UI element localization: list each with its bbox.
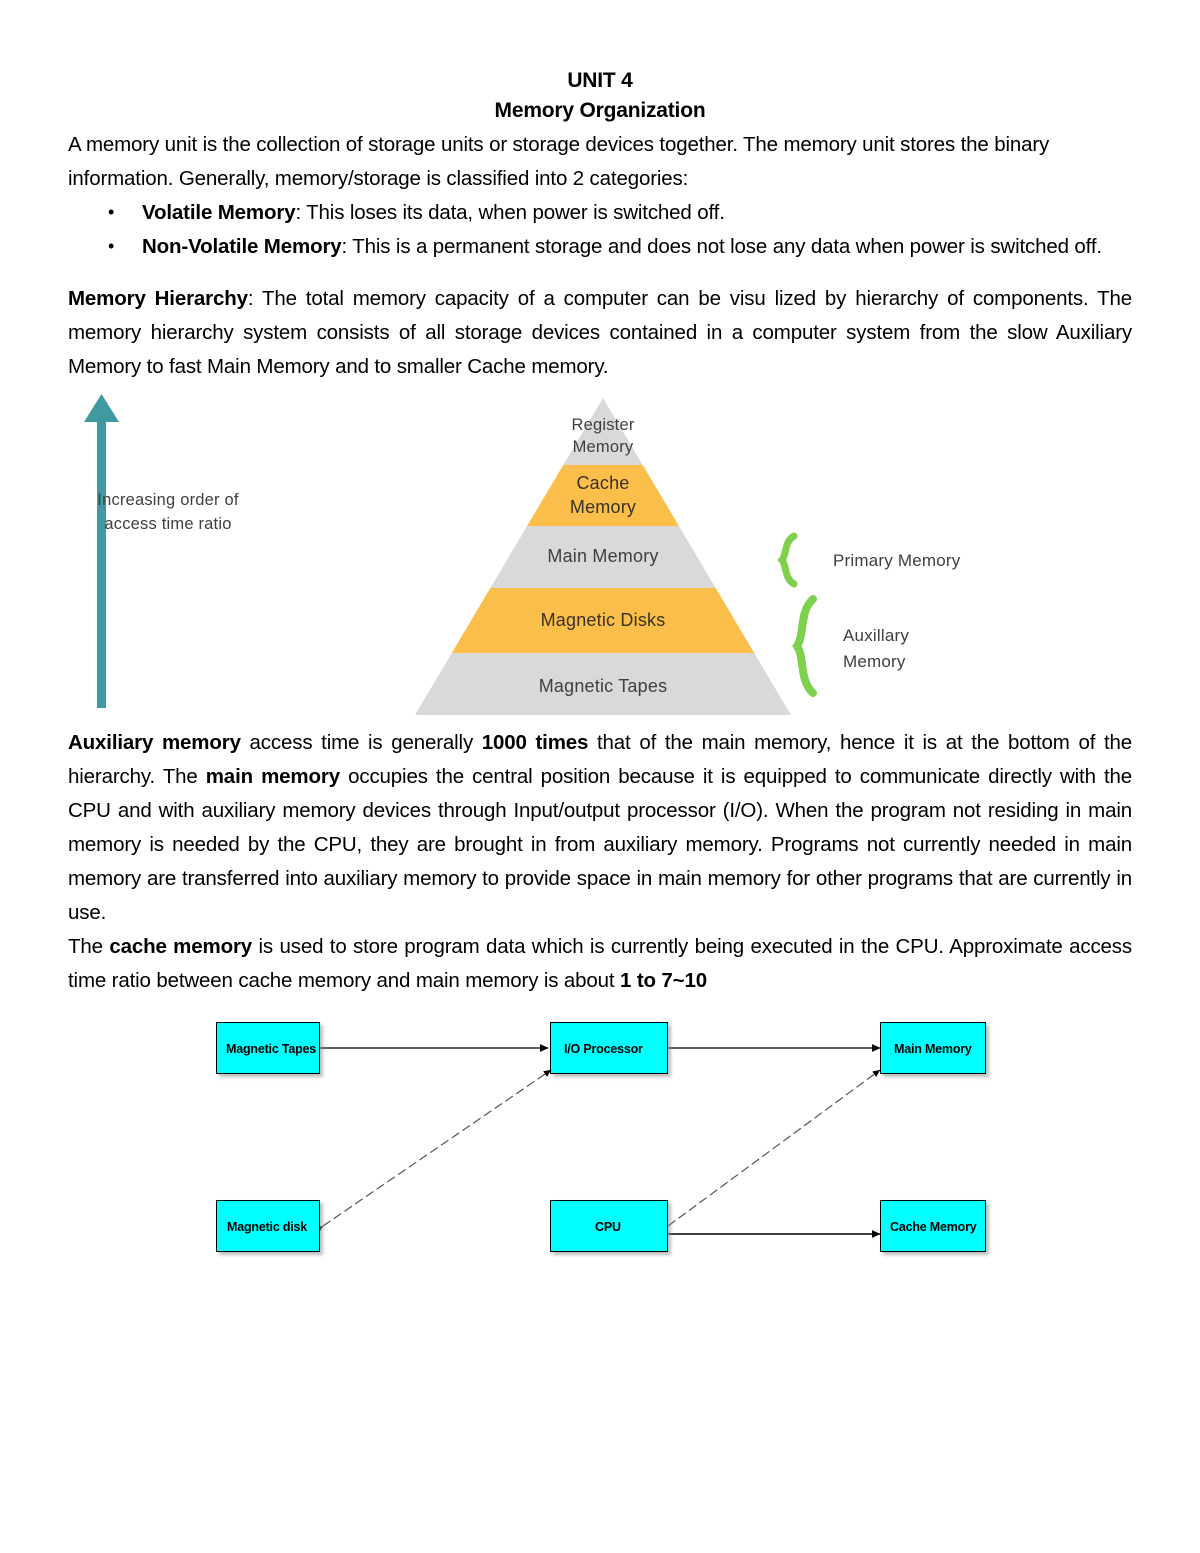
block-diagram-connectors <box>312 1044 881 1238</box>
document-content: UNIT 4 Memory Organization A memory unit… <box>68 66 1132 1279</box>
pyramid-level-cache-memory-line2: Memory <box>569 497 637 517</box>
auxiliary-memory-brace <box>792 595 817 697</box>
aux-text-1: access time is generally <box>240 731 482 754</box>
increasing-access-time-arrow <box>84 394 119 708</box>
aux-text-3: occupies the central position because it… <box>68 765 1132 924</box>
memory-hierarchy-paragraph: Memory Hierarchy: The total memory capac… <box>68 282 1132 384</box>
pyramid-level-magnetic-tapes: Magnetic Tapes <box>538 676 668 696</box>
intro-paragraph: A memory unit is the collection of stora… <box>68 133 1050 190</box>
cache-memory-paragraph: The cache memory is used to store progra… <box>68 930 1132 998</box>
cache-bold-2: 1 to 7~10 <box>620 969 707 992</box>
block-main-memory[interactable] <box>880 1022 986 1074</box>
block-main-memory-label: Main Memory <box>894 1042 972 1056</box>
aux-text-2: that of the main memory, hence it is at … <box>68 731 1132 788</box>
memory-connection-block-diagram: Magnetic Tapes I/O Processor Main Memory… <box>68 1004 1132 1279</box>
block-magnetic-disk-label: Magnetic disk <box>227 1220 308 1234</box>
list-item: Volatile Memory: This loses its data, wh… <box>68 195 1132 230</box>
auxiliary-memory-paragraph: Auxiliary memory access time is generall… <box>68 726 1132 930</box>
page-subtitle: Memory Organization <box>494 99 706 122</box>
bullet-text: : This is a permanent storage and does n… <box>341 235 1103 258</box>
block-cpu[interactable] <box>550 1200 668 1252</box>
block-io-processor-label: I/O Processor <box>564 1042 643 1056</box>
block-magnetic-tapes-label: Magnetic Tapes <box>226 1042 317 1056</box>
block-magnetic-disk[interactable] <box>216 1200 320 1252</box>
pyramid-level-magnetic-disks: Magnetic Disks <box>540 610 666 630</box>
spacer <box>68 264 1132 282</box>
bullet-term: Non-Volatile Memory <box>142 235 342 258</box>
bullet-text: : This loses its data, when power is swi… <box>295 201 725 224</box>
side-label-auxiliary-memory-line2: Memory <box>843 652 906 671</box>
block-io-processor[interactable] <box>550 1022 668 1074</box>
pyramid-level-cache-memory-line1: Cache <box>576 473 630 493</box>
block-magnetic-tapes[interactable] <box>216 1022 320 1074</box>
aux-bold-1: Auxiliary memory <box>68 731 241 754</box>
primary-memory-brace <box>777 532 798 588</box>
pyramid-level-register-memory-line1: Register <box>571 416 635 434</box>
aux-bold-3: main memory <box>205 765 340 788</box>
block-cache-memory-label: Cache Memory <box>890 1220 977 1234</box>
connector-cpu-mainmemory <box>660 1069 881 1234</box>
pyramid-level-main-memory: Main Memory <box>547 546 659 566</box>
memory-categories-list: Volatile Memory: This loses its data, wh… <box>68 195 1132 264</box>
cache-text-2: is used to store program data which is c… <box>68 935 1133 992</box>
memory-hierarchy-text: : The total memory capacity of a compute… <box>68 287 1132 378</box>
pyramid-diagram <box>84 394 817 715</box>
list-item: Non-Volatile Memory: This is a permanent… <box>68 229 1132 264</box>
axis-caption-line-2: access time ratio <box>104 515 232 533</box>
block-cpu-label: CPU <box>595 1220 621 1234</box>
pyramid-level-register-memory-line2: Memory <box>572 438 634 456</box>
aux-bold-2: 1000 times <box>481 731 589 754</box>
memory-hierarchy-heading: Memory Hierarchy <box>68 287 248 310</box>
axis-caption-line-1: Increasing order of <box>97 491 239 509</box>
block-cache-memory[interactable] <box>880 1200 986 1252</box>
cache-text-1: The <box>68 935 110 958</box>
side-label-auxiliary-memory-line1: Auxillary <box>843 626 910 645</box>
bullet-term: Volatile Memory <box>142 201 296 224</box>
memory-hierarchy-pyramid-figure: Increasing order of access time ratio Re… <box>68 390 1132 720</box>
page-title: UNIT 4 <box>567 69 633 92</box>
cache-bold-1: cache memory <box>109 935 253 958</box>
side-label-primary-memory: Primary Memory <box>833 551 961 570</box>
connector-disk-io <box>315 1069 552 1233</box>
